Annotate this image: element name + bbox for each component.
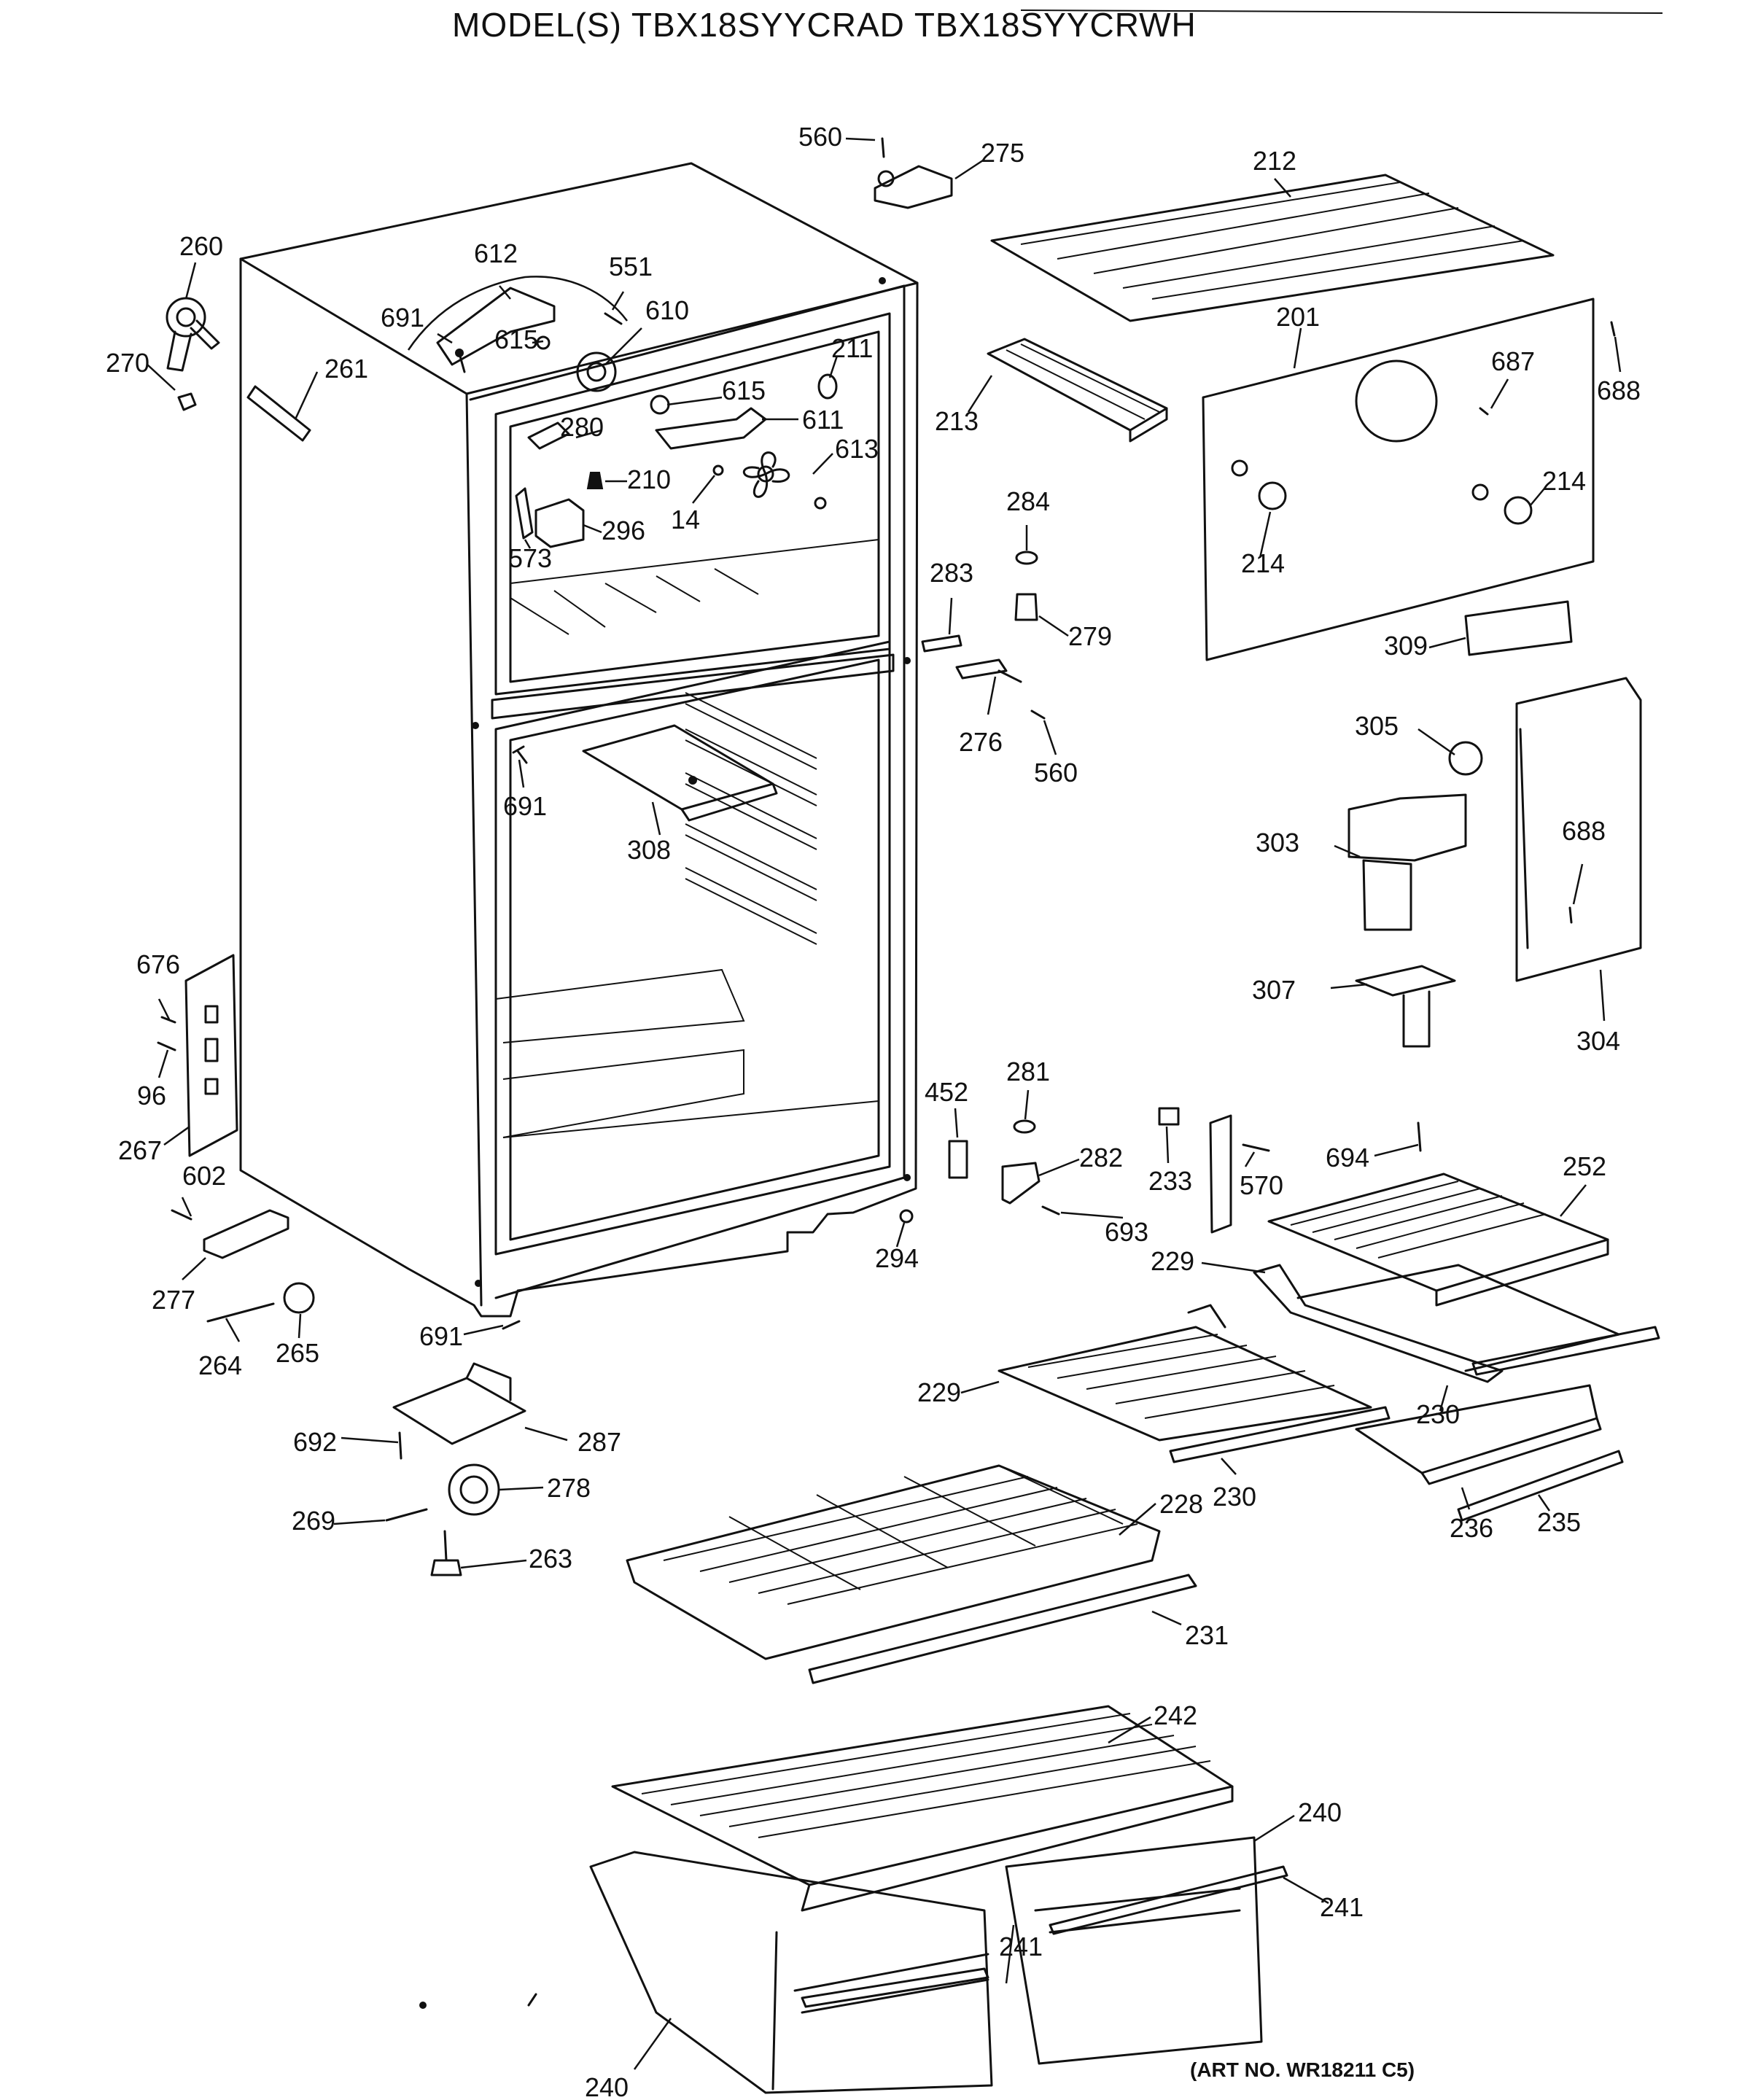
callout-241-left: 241 (999, 1932, 1043, 1961)
callout-691-top: 691 (381, 303, 424, 332)
callout-230-right: 230 (1416, 1399, 1460, 1429)
callout-287: 287 (578, 1427, 621, 1457)
callout-96: 96 (137, 1081, 166, 1111)
callout-560-mid: 560 (1034, 758, 1078, 788)
shelving-parts (998, 1107, 1660, 1522)
callout-231: 231 (1185, 1620, 1229, 1650)
callout-267: 267 (118, 1135, 162, 1165)
hinge-parts (874, 137, 1168, 1224)
left-side-parts (157, 297, 521, 1330)
callout-692: 692 (293, 1427, 337, 1457)
callout-211: 211 (831, 333, 873, 363)
callout-611: 611 (802, 405, 844, 435)
page-title: MODEL(S) TBX18SYYCRAD TBX18SYYCRWH (452, 6, 1197, 44)
callout-242: 242 (1154, 1700, 1197, 1730)
callout-269: 269 (292, 1506, 335, 1536)
callout-283: 283 (930, 558, 973, 588)
callout-214-right: 214 (1542, 466, 1586, 496)
callout-610: 610 (645, 295, 689, 325)
callout-263: 263 (529, 1544, 572, 1574)
callout-241-right: 241 (1320, 1892, 1364, 1922)
callout-693: 693 (1105, 1217, 1148, 1247)
callout-212: 212 (1253, 146, 1296, 176)
callout-560-top: 560 (798, 122, 842, 152)
callout-612: 612 (474, 238, 518, 268)
callout-276: 276 (959, 727, 1003, 757)
callout-551: 551 (609, 252, 653, 281)
callout-279: 279 (1068, 621, 1112, 651)
callout-602: 602 (182, 1161, 226, 1191)
callout-309: 309 (1384, 631, 1428, 661)
callout-282: 282 (1079, 1143, 1123, 1172)
freezer-components (407, 276, 838, 548)
callout-687: 687 (1491, 346, 1535, 376)
callout-233: 233 (1148, 1166, 1192, 1196)
callout-265: 265 (276, 1338, 319, 1368)
callout-240-left: 240 (585, 2072, 629, 2100)
callout-277: 277 (152, 1285, 195, 1315)
callout-303: 303 (1256, 828, 1299, 858)
callout-691-mid: 691 (503, 791, 547, 821)
callout-284: 284 (1006, 486, 1050, 516)
callout-615-left: 615 (494, 324, 538, 354)
right-side-parts (990, 174, 1642, 1048)
callout-688-mid: 688 (1562, 816, 1606, 846)
callout-261: 261 (324, 354, 368, 384)
callout-305: 305 (1355, 711, 1399, 741)
callout-570: 570 (1240, 1170, 1283, 1200)
callout-694: 694 (1326, 1143, 1369, 1172)
callout-281: 281 (1006, 1057, 1050, 1086)
crisper-parts (419, 1464, 1288, 2094)
callout-676: 676 (136, 949, 180, 979)
base-parts (385, 1362, 526, 1576)
callout-235: 235 (1537, 1507, 1581, 1537)
callout-213: 213 (935, 406, 979, 436)
callout-308: 308 (627, 835, 671, 865)
callout-14: 14 (671, 505, 700, 534)
callout-452: 452 (925, 1077, 968, 1107)
callout-236: 236 (1450, 1513, 1493, 1543)
callout-573: 573 (508, 543, 552, 573)
callout-307: 307 (1252, 975, 1296, 1005)
callout-229-right: 229 (1151, 1246, 1194, 1276)
callout-270: 270 (106, 348, 149, 378)
callout-275: 275 (981, 138, 1024, 168)
callout-252: 252 (1563, 1151, 1606, 1181)
callout-201: 201 (1276, 302, 1320, 332)
callout-240-right: 240 (1298, 1797, 1342, 1827)
callout-229-left: 229 (917, 1377, 961, 1407)
callout-210: 210 (627, 464, 671, 494)
callout-304: 304 (1576, 1026, 1620, 1056)
callout-688-top: 688 (1597, 376, 1641, 405)
callout-214-left: 214 (1241, 548, 1285, 578)
callout-294: 294 (875, 1243, 919, 1273)
callout-260: 260 (179, 231, 223, 261)
callout-691-bottom: 691 (419, 1321, 463, 1351)
callout-280: 280 (560, 412, 604, 442)
art-number: (ART NO. WR18211 C5) (1190, 2058, 1415, 2081)
leader-lines (147, 137, 1622, 2070)
callout-296: 296 (602, 516, 645, 545)
fresh-food-components (512, 724, 778, 822)
callout-230-left: 230 (1213, 1482, 1256, 1512)
callout-labels: 560 275 212 260 612 551 691 610 615 270 … (106, 122, 1641, 2100)
callout-613: 613 (835, 434, 879, 464)
callout-615-right: 615 (722, 376, 766, 405)
refrigerator-cabinet (239, 162, 919, 1318)
callout-278: 278 (547, 1473, 591, 1503)
callout-228: 228 (1159, 1489, 1203, 1519)
callout-264: 264 (198, 1350, 242, 1380)
